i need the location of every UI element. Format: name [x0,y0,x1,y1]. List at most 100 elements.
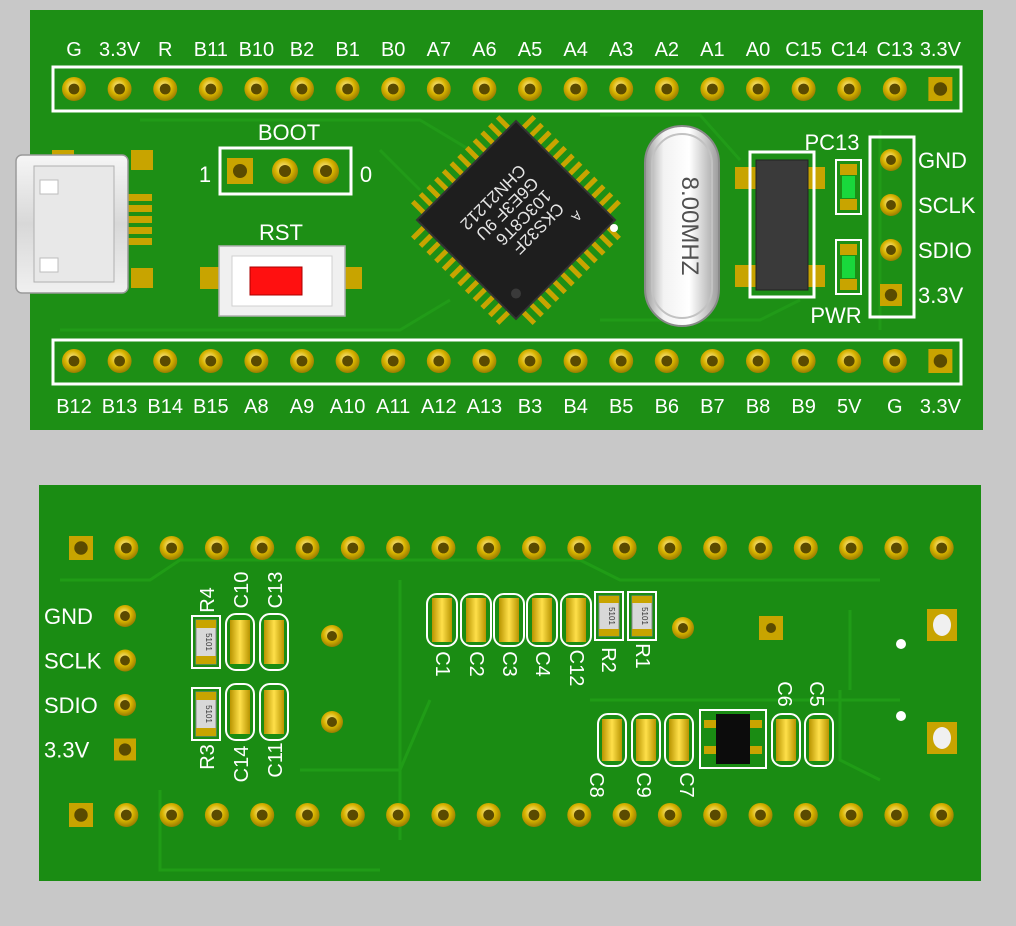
usb-connector [15,150,153,294]
header-top-pin-label: A7 [427,39,451,61]
c11-label: C11 [265,742,287,777]
header-bottom-pin-label: B3 [518,396,542,418]
header-bottom-pin-label: B6 [655,396,679,418]
capacitor-c13: C13 [259,572,289,671]
r1-label: R1 [631,643,653,669]
r3-code: 5101 [204,705,213,723]
boot-right-label: 0 [360,162,372,187]
top-header-outline [51,65,963,113]
header-bottom-pin-label: A10 [330,396,366,418]
led-pwr-label: PWR [810,303,861,328]
header-top-pin-label: 3.3V [920,39,962,61]
capacitor-c12: C12 [560,593,592,686]
header-top-pin-label: A4 [563,39,587,61]
mcu-chip: CKS32F 103C8T6 G6E3F 9U CHN21212 A [410,114,621,326]
boot-title: BOOT [258,120,320,145]
resistor-r3: 5101 R3 [191,687,221,770]
capacitor-c11: C11 [259,683,289,778]
c6-label: C6 [773,681,795,707]
header-top-pin-label: 3.3V [99,39,141,61]
header-bottom-pin-label: A11 [376,396,410,418]
c7-label: C7 [675,772,697,798]
swd-top-label: GND [918,148,967,173]
capacitor-c4: C4 [526,593,558,677]
header-top-pin-label: B2 [290,39,314,61]
led-pwr: PWR [810,239,862,328]
swd-bottom-label: SDIO [44,693,98,718]
resistor-r2: 5101 R2 [594,591,624,673]
header-bottom-pin-label: 3.3V [920,396,962,418]
swd-top-label: SCLK [918,193,976,218]
swd-bottom-label: SCLK [44,649,102,674]
capacitor-c14: C14 [225,683,255,783]
header-bottom-pin-label: G [887,396,903,418]
top-header-pads [62,77,953,101]
usb-pad-right-bottom [131,268,153,288]
header-bottom-pin-label: B14 [147,396,183,418]
header-top-pin-label: R [158,39,172,61]
header-top-pin-label: A0 [746,39,770,61]
crystal-label: 8.00MHZ [676,177,703,276]
r2-label: R2 [597,647,619,673]
r3-label: R3 [197,744,219,770]
bottom-top-row-pads [69,536,954,560]
c1-label: C1 [431,651,453,677]
header-bottom-pin-label: B7 [700,396,724,418]
swd-bottom-label: 3.3V [44,738,90,763]
reset-button[interactable]: RST [200,220,362,317]
header-top-pin-label: A1 [700,39,724,61]
c10-label: C10 [231,572,253,609]
sot23-chip [699,709,767,769]
reset-cap[interactable] [249,266,303,296]
header-top-pin-label: B1 [335,39,359,61]
bottom-bottom-row-pads [69,803,954,827]
header-top-pin-label: G [66,39,82,61]
led-pwr-body [842,256,855,278]
header-bottom-pin-label: B4 [563,396,587,418]
swd-header-top: GND SCLK SDIO 3.3V [868,135,976,319]
bottom-board-substrate [39,485,981,881]
header-bottom-pin-label: 5V [837,396,862,418]
voltage-regulator [735,150,825,299]
header-bottom-pin-label: A12 [421,396,457,418]
header-bottom-pin-label: A8 [244,396,268,418]
mcu-pin1-dot [610,224,618,232]
bottom-header-outline [51,338,963,386]
header-top-pin-label: C15 [785,39,822,61]
header-bottom-pin-label: B15 [193,396,229,418]
capacitor-c6: C6 [771,681,801,767]
r4-code: 5101 [204,633,213,651]
header-top-pin-label: B10 [239,39,275,61]
header-bottom-pin-label: B5 [609,396,633,418]
crystal: 8.00MHZ [644,125,720,327]
capacitor-c8: C8 [585,713,627,798]
header-bottom-pin-label: B9 [791,396,815,418]
c14-label: C14 [231,746,253,783]
rst-label: RST [259,220,303,245]
boot-jumper[interactable]: BOOT 1 0 [199,120,372,196]
c5-label: C5 [805,681,827,707]
header-top-pin-label: A6 [472,39,496,61]
swd-top-label: SDIO [918,238,972,263]
header-top-pin-label: B11 [194,39,228,61]
capacitor-c1: C1 [426,593,458,677]
header-top-pin-label: A3 [609,39,633,61]
led-pc13-label: PC13 [804,130,859,155]
capacitor-c7: C7 [664,713,697,798]
header-top-pin-label: A5 [518,39,542,61]
via-6 [896,711,906,721]
boot-left-label: 1 [199,162,211,187]
capacitor-c5: C5 [804,681,834,767]
r2-code: 5101 [607,607,616,625]
header-bottom-pin-label: B12 [56,396,92,418]
capacitor-c2: C2 [460,593,492,677]
header-top-pin-label: B0 [381,39,405,61]
c9-label: C9 [632,772,654,798]
swd-top-label: 3.3V [918,283,964,308]
